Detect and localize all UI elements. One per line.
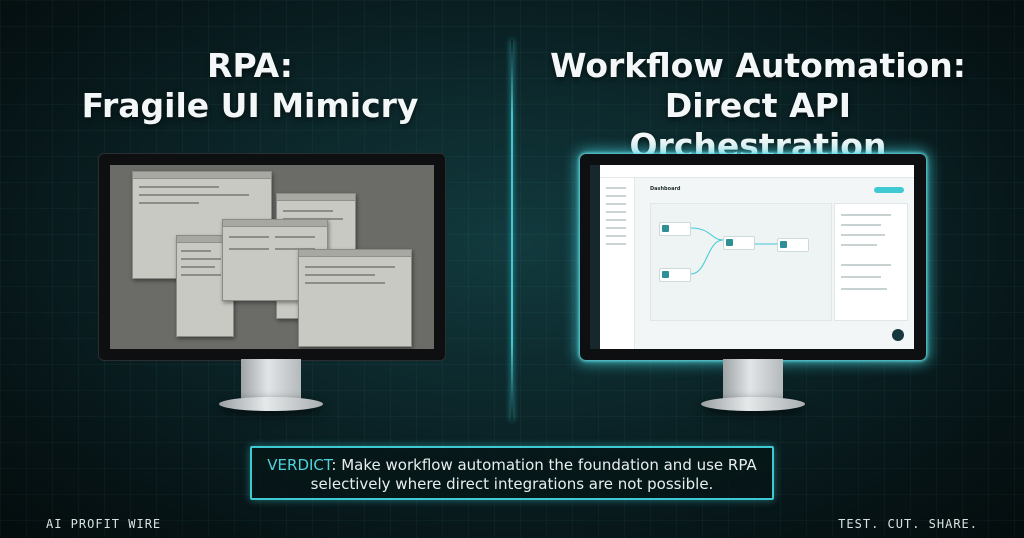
verdict-box: VERDICT: Make workflow automation the fo… (250, 446, 774, 500)
transform-node (723, 236, 755, 250)
footer-brand: AI PROFIT WIRE (46, 517, 162, 531)
rpa-monitor-neck (241, 359, 301, 399)
action-node (777, 238, 809, 252)
integrations-panel (834, 203, 908, 321)
workflow-screen: Dashboard (590, 165, 914, 349)
center-divider (511, 40, 513, 420)
app-topbar (600, 165, 914, 178)
footer-tagline: TEST. CUT. SHARE. (838, 517, 978, 531)
source-node (659, 268, 691, 282)
verdict-label: VERDICT (267, 456, 332, 474)
rpa-heading: RPA: Fragile UI Mimicry (60, 46, 440, 126)
workflow-monitor-foot (701, 397, 805, 411)
rpa-heading-line1: RPA: (207, 46, 293, 85)
rpa-monitor-foot (219, 397, 323, 411)
workflow-canvas (650, 203, 832, 321)
dashboard-title: Dashboard (650, 186, 681, 192)
verdict-text: : Make workflow automation the foundatio… (310, 456, 757, 493)
workflow-connectors (690, 227, 777, 275)
rpa-screen (110, 165, 434, 349)
rpa-heading-line2: Fragile UI Mimicry (81, 86, 419, 125)
workflow-heading: Workflow Automation: Direct API Orchestr… (548, 46, 968, 166)
new-workflow-button (874, 187, 904, 193)
app-sidebar (600, 165, 635, 349)
trigger-node (659, 222, 691, 236)
chat-fab-icon (892, 329, 904, 341)
legacy-window (298, 249, 412, 347)
workflow-heading-line1: Workflow Automation: (550, 46, 966, 85)
workflow-monitor-neck (723, 359, 783, 399)
app-rail (590, 165, 600, 349)
